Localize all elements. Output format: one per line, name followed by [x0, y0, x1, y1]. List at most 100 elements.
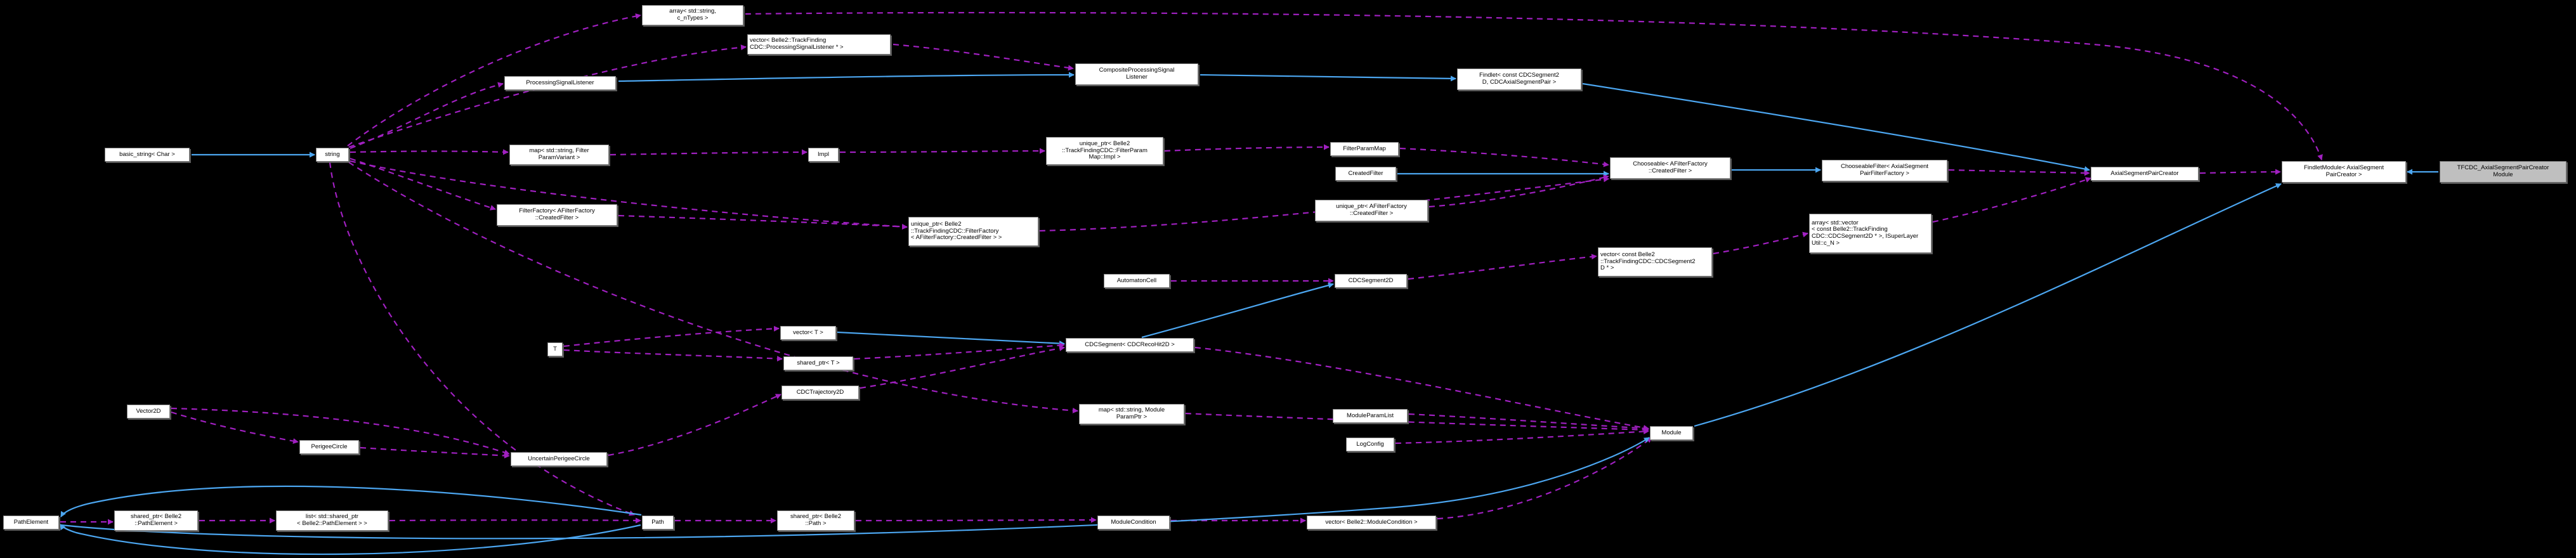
diagram-node-n36[interactable]: Module [1650, 426, 1693, 440]
diagram-node-n10[interactable]: unique_ptr< Belle2 ::TrackFindingCDC::Fi… [1046, 137, 1163, 165]
diagram-node-label: AxialSegmentPairCreator [2110, 169, 2179, 177]
diagram-edge [860, 345, 1065, 389]
diagram-node-label: FilterParamMap [1343, 145, 1386, 152]
diagram-node-label: shared_ptr< Belle2 ::Path > [790, 513, 841, 527]
diagram-node-n07[interactable]: string [316, 148, 349, 162]
diagram-node-n11[interactable]: FilterParamMap [1330, 142, 1399, 156]
diagram-node-n43[interactable]: vector< Belle2::ModuleCondition > [1307, 516, 1436, 529]
diagram-node-n09[interactable]: Impl [808, 148, 839, 162]
diagram-node-n04[interactable]: CompositeProcessingSignal Listener [1075, 63, 1198, 85]
diagram-edge [1429, 174, 1609, 208]
diagram-node-n37[interactable]: PathElement [3, 516, 59, 529]
diagram-node-label: map< std::string, Filter ParamVariant > [529, 147, 589, 161]
diagram-node-label: TFCDC_AxialSegmentPairCreator Module [2457, 164, 2549, 178]
diagram-node-n01[interactable]: array< std::string, c_nTypes > [642, 5, 743, 25]
diagram-edge [1437, 437, 1652, 520]
diagram-edge [348, 162, 1078, 413]
diagram-node-label: UncertainPerigeeCircle [528, 455, 590, 462]
diagram-node-n29[interactable]: CDCTrajectory2D [781, 386, 859, 399]
diagram-edge [1200, 74, 1456, 82]
diagram-edge [350, 160, 908, 230]
diagram-node-label: Findlet< const CDCSegment2 D, CDCAxialSe… [1479, 72, 1559, 86]
diagram-node-n22[interactable]: vector< const Belle2 ::TrackFindingCDC::… [1598, 247, 1712, 276]
diagram-edge [745, 11, 2323, 160]
diagram-node-n18[interactable]: FilterFactory< AFilterFactory ::CreatedF… [497, 204, 617, 226]
diagram-node-n39[interactable]: list< std::shared_ptr < Belle2::PathElem… [276, 510, 388, 531]
diagram-node-label: CDCSegment< CDCRecoHit2D > [1085, 341, 1175, 348]
diagram-node-n41[interactable]: shared_ptr< Belle2 ::Path > [777, 510, 854, 531]
diagram-edge [350, 149, 509, 155]
diagram-edge [839, 148, 1045, 154]
diagram-node-n32[interactable]: PerigeeCircle [299, 440, 359, 454]
diagram-node-label: PerigeeCircle [311, 443, 348, 450]
diagram-edge [1408, 413, 1649, 432]
diagram-node-n33[interactable]: UncertainPerigeeCircle [511, 452, 607, 466]
diagram-edge [892, 43, 1074, 71]
diagram-edge [1582, 82, 2090, 172]
diagram-node-label: PathElement [13, 518, 49, 526]
diagram-node-n40[interactable]: Path [642, 516, 674, 529]
diagram-node-label: unique_ptr< Belle2 ::TrackFindingCDC::Fi… [911, 221, 1002, 242]
diagram-node-n42[interactable]: ModuleCondition [1097, 516, 1170, 529]
diagram-node-n26[interactable]: CDCSegment< CDCRecoHit2D > [1066, 338, 1194, 352]
diagram-node-n23[interactable]: AutomatonCell [1104, 274, 1170, 288]
diagram-node-n25[interactable]: vector< T > [780, 326, 836, 340]
diagram-node-n19[interactable]: unique_ptr< Belle2 ::TrackFindingCDC::Fi… [908, 217, 1038, 246]
diagram-edge [1194, 346, 1649, 431]
diagram-node-n16[interactable]: FindletModule< AxialSegment PairCreator … [2282, 161, 2406, 183]
diagram-node-n02[interactable]: vector< Belle2::TrackFinding CDC::Proces… [747, 34, 891, 55]
diagram-node-n17[interactable]: TFCDC_AxialSegmentPairCreator Module [2440, 161, 2566, 183]
diagram-edge [1948, 169, 2090, 176]
diagram-node-label: list< std::shared_ptr < Belle2::PathElem… [297, 513, 367, 527]
diagram-edge [618, 214, 908, 230]
diagram-node-label: CreatedFilter [1348, 169, 1383, 177]
diagram-node-label: array< std::string, c_nTypes > [669, 8, 716, 22]
diagram-edge [563, 349, 783, 362]
diagram-edge [1141, 282, 1334, 339]
diagram-node-n34[interactable]: ModuleParamList [1333, 409, 1408, 423]
diagram-node-label: AutomatonCell [1116, 276, 1157, 284]
diagram-edge [837, 331, 1065, 347]
diagram-node-n06[interactable]: basic_string< Char > [105, 148, 190, 162]
diagram-edge [1395, 428, 1649, 444]
diagram-node-label: CompositeProcessingSignal Listener [1099, 67, 1175, 81]
diagram-node-n05[interactable]: Findlet< const CDCSegment2 D, CDCAxialSe… [1457, 68, 1581, 90]
diagram-edge [608, 394, 781, 457]
diagram-edge [60, 437, 1650, 540]
diagram-edge [60, 524, 641, 555]
diagram-node-n08[interactable]: map< std::string, Filter ParamVariant > [509, 145, 609, 165]
diagram-node-label: LogConfig [1356, 440, 1384, 448]
diagram-node-label: ModuleCondition [1111, 518, 1156, 526]
diagram-node-n24[interactable]: CDCSegment2D [1335, 274, 1407, 288]
diagram-node-n20[interactable]: unique_ptr< AFilterFactory ::CreatedFilt… [1315, 200, 1428, 221]
diagram-node-n38[interactable]: shared_ptr< Belle2 ::PathElement > [114, 510, 198, 531]
diagram-node-label: Path [651, 518, 664, 526]
diagram-node-label: FindletModule< AxialSegment PairCreator … [2304, 164, 2384, 178]
diagram-node-n21[interactable]: array< std::vector < const Belle2::Track… [1809, 214, 1932, 253]
diagram-node-label: Module [1661, 429, 1682, 436]
diagram-node-label: shared_ptr< Belle2 ::PathElement > [130, 513, 181, 527]
diagram-edge [348, 44, 747, 148]
diagram-edge [618, 72, 1075, 82]
diagram-node-n14[interactable]: ChooseableFilter< AxialSegment PairFilte… [1822, 160, 1947, 181]
diagram-node-n27[interactable]: T [547, 342, 563, 356]
diagram-edge [347, 13, 641, 146]
diagram-node-label: vector< const Belle2 ::TrackFindingCDC::… [1600, 251, 1696, 272]
diagram-edge [389, 517, 641, 524]
diagram-node-n15[interactable]: AxialSegmentPairCreator [2091, 167, 2199, 181]
diagram-edge [171, 407, 510, 455]
diagram-node-n30[interactable]: map< std::string, Module ParamPtr > [1079, 404, 1184, 424]
diagram-node-label: ProcessingSignalListener [526, 79, 594, 86]
diagram-node-n03[interactable]: ProcessingSignalListener [504, 76, 616, 90]
diagram-node-n28[interactable]: shared_ptr< T > [783, 356, 853, 370]
diagram-node-label: array< std::vector < const Belle2::Track… [1812, 219, 1919, 247]
diagram-edge [1932, 177, 2091, 223]
diagram-node-n12[interactable]: CreatedFilter [1335, 167, 1396, 181]
diagram-edge [610, 149, 807, 156]
diagram-edge [1694, 183, 2282, 427]
diagram-node-n31[interactable]: Vector2D [127, 405, 170, 418]
diagram-edge [60, 485, 642, 517]
diagram-node-label: Vector2D [136, 407, 161, 415]
diagram-node-n35[interactable]: LogConfig [1346, 438, 1394, 451]
diagram-node-n13[interactable]: Chooseable< AFilterFactory ::CreatedFilt… [1610, 157, 1730, 179]
